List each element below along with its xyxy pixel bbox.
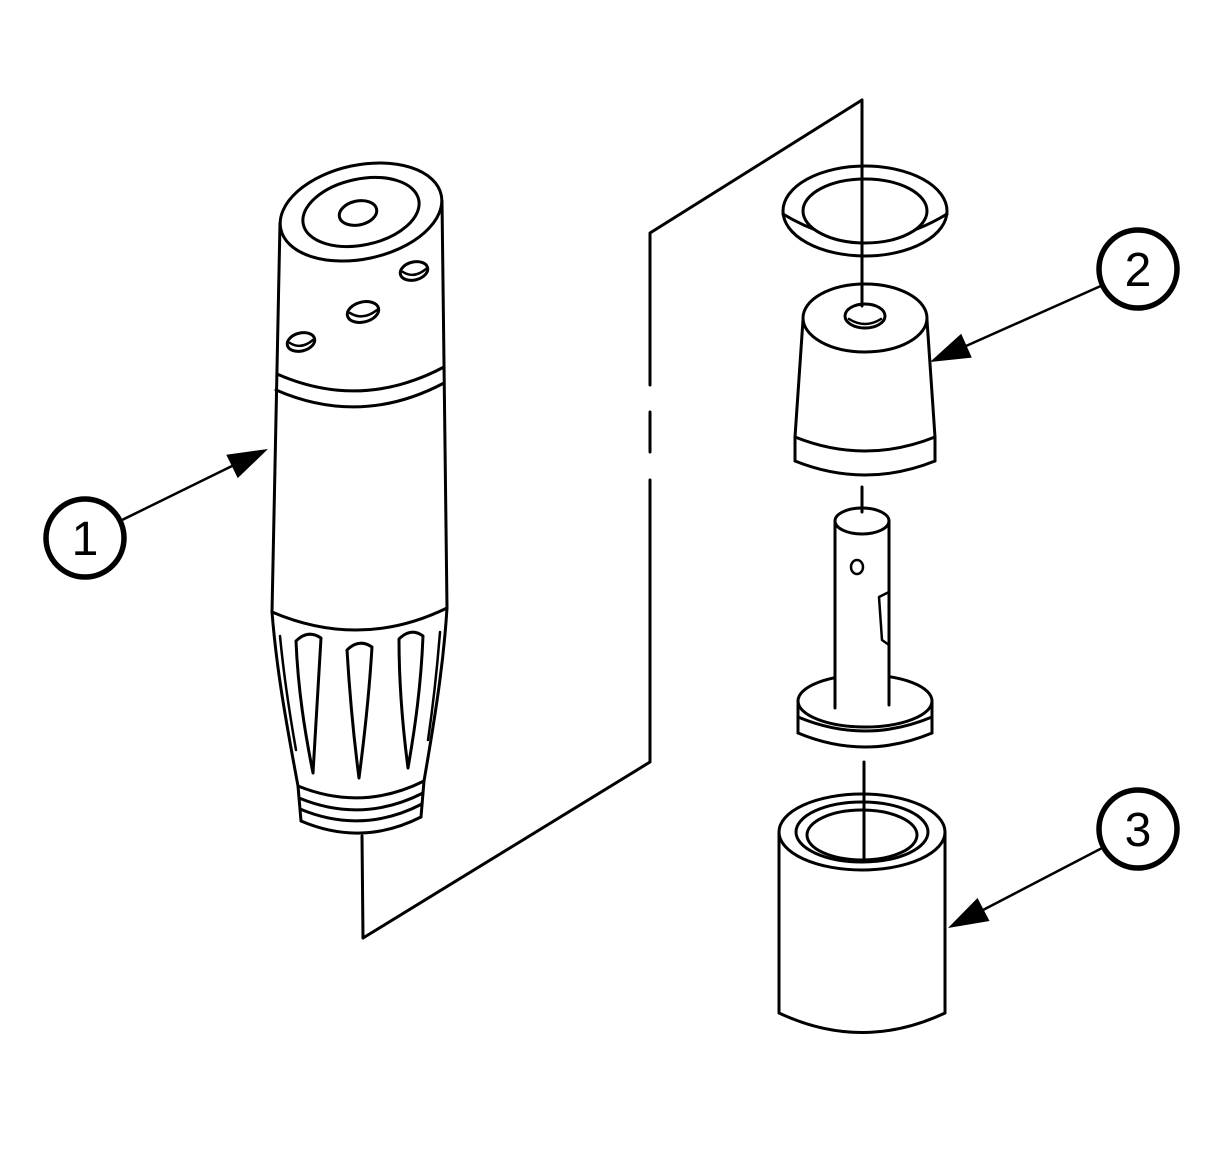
reference-plane (361, 98, 864, 940)
callout-2-label: 2 (1125, 244, 1152, 297)
cup-bottom (777, 1011, 947, 1034)
sleeve-top-face (801, 282, 929, 354)
body-right-edge (440, 199, 449, 610)
sleeve-base-band-top (793, 435, 937, 453)
fluted-tip (270, 606, 449, 788)
body-parting-band (274, 365, 446, 409)
tip-rings (296, 779, 426, 835)
callout-2: 2 (930, 227, 1180, 362)
callout-1-leader (118, 464, 234, 523)
cup-top-rim-inner (794, 800, 930, 864)
callout-3-circle (1096, 787, 1180, 871)
valve-pin (833, 506, 891, 710)
callout-1: 1 (43, 449, 268, 580)
body-hole-1 (398, 260, 430, 282)
shoulder-arc (270, 606, 449, 632)
part-3-nozzle-cup (777, 792, 947, 1034)
callout-3-arrowhead-icon (948, 898, 990, 928)
callout-3: 3 (948, 787, 1180, 928)
callout-3-leader (981, 845, 1106, 912)
pin-side-hole (849, 558, 865, 576)
flute-slot-center (345, 641, 374, 780)
seal-ring-inner (801, 177, 929, 245)
upper-body-holes (285, 260, 430, 353)
seal-ring (781, 164, 949, 258)
injector-top-face (278, 161, 444, 263)
sleeve-base-bottom (793, 459, 937, 477)
part-1-injector-body (270, 161, 449, 940)
callout-1-label: 1 (72, 513, 99, 566)
callout-2-arrowhead-icon (930, 333, 972, 362)
injector-centerline (360, 834, 365, 940)
flute-slot-right (397, 630, 425, 770)
callout-3-label: 3 (1125, 804, 1152, 857)
callout-1-circle (43, 496, 127, 580)
callout-1-arrowhead-icon (226, 449, 268, 479)
sleeve-top-hole (843, 302, 887, 330)
center-bore-hole (337, 199, 379, 227)
body-left-edge (270, 221, 282, 614)
flute-slot-left (294, 632, 323, 775)
part-2-tapered-sleeve (793, 282, 937, 477)
pin-notch (877, 590, 891, 647)
body-hole-3 (285, 331, 317, 353)
callout-2-circle (1096, 227, 1180, 311)
callout-2-leader (964, 283, 1105, 348)
cup-bore (805, 808, 919, 862)
body-hole-2 (345, 300, 381, 324)
assembly-centerline (860, 98, 866, 860)
